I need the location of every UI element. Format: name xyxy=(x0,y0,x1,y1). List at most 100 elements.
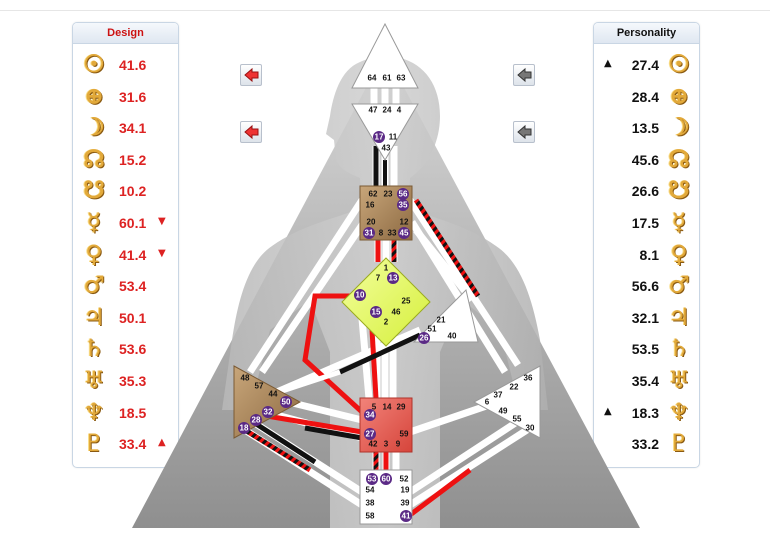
south-node-icon: ☋ xyxy=(668,175,690,205)
gate-41-label: 41 xyxy=(402,512,411,521)
earth-icon: ⊕ xyxy=(668,80,690,110)
exalted-triangle-icon: ▲ xyxy=(604,58,612,69)
pluto-icon: ♇ xyxy=(83,428,105,458)
design-row-moon[interactable]: ☽34.1 xyxy=(73,112,178,143)
design-row-pluto[interactable]: ♇33.4▲ xyxy=(73,428,178,459)
gate-34-label: 34 xyxy=(366,411,375,420)
gate-37-label: 37 xyxy=(494,391,503,400)
personality-row-venus[interactable]: ♀8.1 xyxy=(594,239,699,270)
design-row-mercury[interactable]: ☿60.1▼ xyxy=(73,207,178,238)
solar-plexus-center xyxy=(472,365,541,439)
personality-row-mercury[interactable]: ☿17.5 xyxy=(594,207,699,238)
gate-21-label: 21 xyxy=(437,316,446,325)
design-row-saturn[interactable]: ♄53.6 xyxy=(73,333,178,364)
design-value: 15.2 xyxy=(119,151,147,168)
gate-25-label: 25 xyxy=(402,297,411,306)
gate-5-label: 5 xyxy=(372,403,377,412)
gate-16-label: 16 xyxy=(366,201,375,210)
gate-46-label: 46 xyxy=(392,308,401,317)
mars-icon: ♂ xyxy=(83,270,105,300)
gray-left-arrow-icon xyxy=(517,124,532,140)
head-center xyxy=(351,22,419,89)
gate-14-label: 14 xyxy=(383,403,392,412)
gate-62-label: 62 xyxy=(369,190,378,199)
top-divider xyxy=(0,10,770,11)
sun-icon: ☉ xyxy=(668,49,690,78)
gate-9-label: 9 xyxy=(396,440,401,449)
design-value: 31.6 xyxy=(119,88,147,105)
personality-value: 56.6 xyxy=(631,278,659,295)
personality-panel: Personality ☉27.4▲⊕28.4☽13.5☊45.6☋26.6☿1… xyxy=(593,22,700,468)
gate-54-label: 54 xyxy=(366,486,375,495)
gate-51-label: 51 xyxy=(428,325,437,334)
design-row-sun[interactable]: ☉ 41.6 xyxy=(73,49,178,80)
gate-56-label: 56 xyxy=(399,190,408,199)
design-row-earth[interactable]: ⊕ 31.6 xyxy=(73,81,178,112)
gate-27-label: 27 xyxy=(366,430,375,439)
personality-row-jupiter[interactable]: ♃32.1 xyxy=(594,302,699,333)
design-row-venus[interactable]: ♀41.4▼ xyxy=(73,239,178,270)
gate-36-label: 36 xyxy=(524,374,533,383)
design-back-button-1[interactable] xyxy=(240,64,262,86)
personality-row-mars[interactable]: ♂56.6 xyxy=(594,270,699,301)
gate-60-label: 60 xyxy=(382,475,391,484)
gate-35-label: 35 xyxy=(399,201,408,210)
personality-row-south-node[interactable]: ☋ 26.6 xyxy=(594,175,699,206)
saturn-icon: ♄ xyxy=(668,333,690,363)
design-value: 35.3 xyxy=(119,373,147,389)
design-value: 41.6 xyxy=(119,57,147,73)
gate-50-label: 50 xyxy=(282,398,291,407)
north-node-icon: ☊ xyxy=(668,143,690,173)
personality-value: 8.1 xyxy=(639,246,659,263)
personality-value: 45.6 xyxy=(631,151,659,168)
gate-23-label: 23 xyxy=(384,190,393,199)
gate-55-label: 55 xyxy=(513,415,522,424)
personality-row-earth[interactable]: ⊕28.4 xyxy=(594,81,699,112)
gate-12-label: 12 xyxy=(400,218,409,227)
design-row-neptune[interactable]: ♆18.5 xyxy=(73,397,178,428)
design-row-mars[interactable]: ♂53.4 xyxy=(73,270,178,301)
red-left-arrow-icon xyxy=(244,67,259,83)
gate-22-label: 22 xyxy=(510,383,519,392)
sacral-center xyxy=(359,397,413,453)
gate-15-label: 15 xyxy=(372,308,381,317)
mercury-icon: ☿ xyxy=(86,207,102,236)
sun-icon: ☉ xyxy=(83,49,105,78)
gate-13-label: 13 xyxy=(389,274,398,283)
personality-row-moon[interactable]: ☽13.5 xyxy=(594,112,699,143)
saturn-icon: ♄ xyxy=(83,333,105,363)
personality-row-neptune[interactable]: ♆18.3▲ xyxy=(594,397,699,428)
venus-icon: ♀ xyxy=(85,238,103,268)
gate-38-label: 38 xyxy=(366,499,375,508)
design-row-south-node[interactable]: ☋10.2 xyxy=(73,175,178,206)
gate-58-label: 58 xyxy=(366,512,375,521)
personality-row-sun[interactable]: ☉27.4▲ xyxy=(594,49,699,80)
design-row-north-node[interactable]: ☊ 15.2 xyxy=(73,144,178,175)
personality-row-uranus[interactable]: ♅35.4 xyxy=(594,365,699,396)
gate-39-label: 39 xyxy=(401,499,410,508)
heart-center xyxy=(412,289,479,343)
gate-44-label: 44 xyxy=(269,390,278,399)
gate-57-label: 57 xyxy=(255,382,264,391)
earth-icon: ⊕ xyxy=(83,80,105,110)
gate-31-label: 31 xyxy=(365,229,374,238)
personality-row-saturn[interactable]: ♄53.5 xyxy=(594,333,699,364)
gate-32-label: 32 xyxy=(264,408,273,417)
pluto-icon: ♇ xyxy=(668,428,690,458)
gate-3-label: 3 xyxy=(384,440,389,449)
gate-63-label: 63 xyxy=(397,74,406,83)
personality-value: 26.6 xyxy=(631,183,659,200)
design-row-uranus[interactable]: ♅35.3 xyxy=(73,365,178,396)
north-node-icon: ☊ xyxy=(83,143,105,173)
personality-row-north-node[interactable]: ☊ 45.6 xyxy=(594,144,699,175)
personality-back-button-1[interactable] xyxy=(513,64,535,86)
design-back-button-2[interactable] xyxy=(240,121,262,143)
personality-back-button-2[interactable] xyxy=(513,121,535,143)
gate-33-label: 33 xyxy=(388,229,397,238)
design-row-jupiter[interactable]: ♃50.1 xyxy=(73,302,178,333)
jupiter-icon: ♃ xyxy=(83,301,105,331)
jupiter-icon: ♃ xyxy=(668,301,690,331)
gate-7-label: 7 xyxy=(376,274,381,283)
personality-row-pluto[interactable]: ♇33.2 xyxy=(594,428,699,459)
